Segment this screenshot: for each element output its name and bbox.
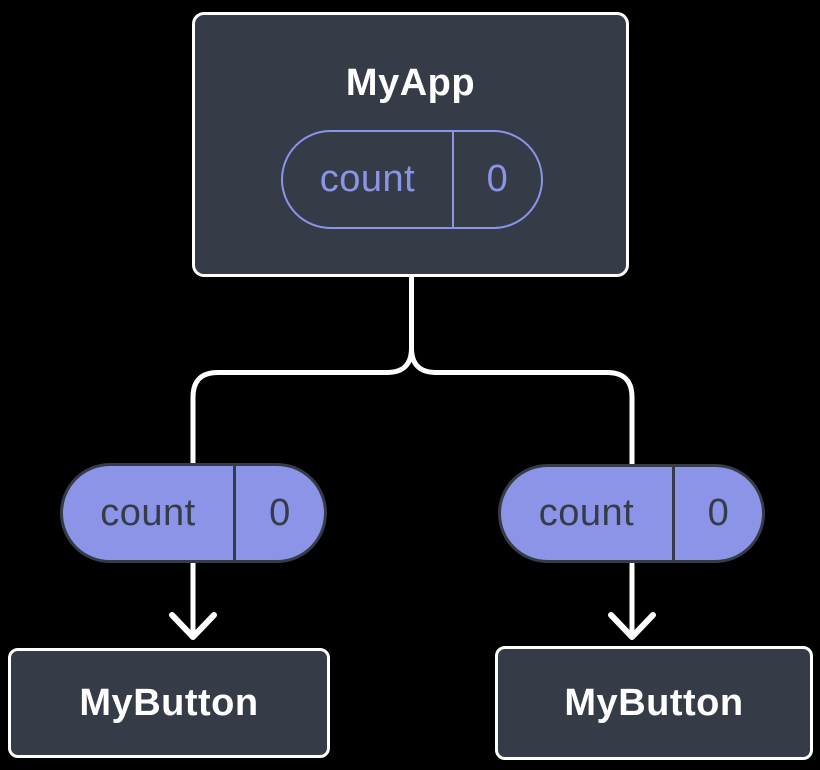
prop-pill-right: count 0 [498,464,765,563]
prop-pill-key: count [63,466,236,560]
arrow-left [169,561,217,640]
state-pill-key: count [283,132,454,227]
arrow-right [608,561,656,640]
node-mybutton-label: MyButton [79,681,259,724]
prop-pill-left: count 0 [60,463,327,563]
node-mybutton-left: MyButton [8,648,330,758]
node-mybutton-label: MyButton [564,681,744,724]
arrow-down-icon [169,612,217,640]
state-pill-value: 0 [486,158,509,200]
state-pill-myapp: count 0 [281,130,543,229]
node-mybutton-right: MyButton [495,646,813,760]
prop-pill-value: 0 [269,491,291,534]
prop-pill-value: 0 [707,492,730,534]
branch-left-connector [190,275,414,464]
node-myapp: MyApp count 0 [192,12,629,277]
node-myapp-label: MyApp [345,62,476,104]
prop-pill-key: count [501,467,675,560]
branch-right-connector [409,275,635,465]
arrow-down-icon [608,612,656,640]
